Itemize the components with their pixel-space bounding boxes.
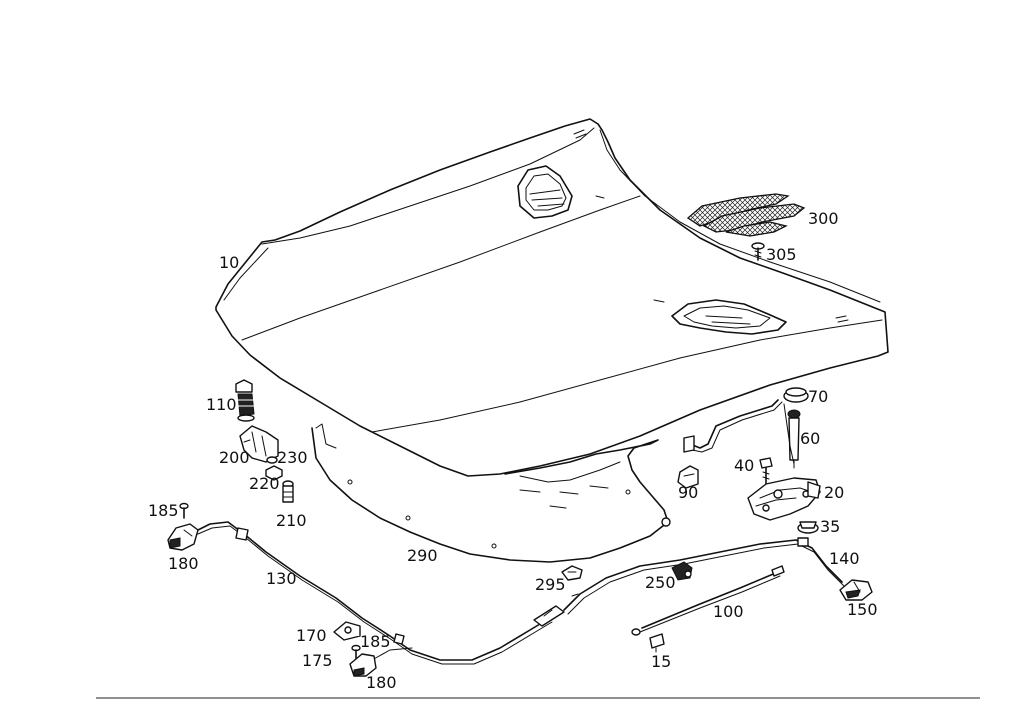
label-part-230: 230: [277, 448, 308, 467]
label-part-200: 200: [219, 448, 250, 467]
label-part-35: 35: [820, 517, 840, 536]
label-part-290: 290: [407, 546, 438, 565]
hood-air-vent-upper: [517, 165, 573, 219]
label-part-220: 220: [249, 474, 280, 493]
label-part-250: 250: [645, 573, 676, 592]
air-grille-mesh: [686, 193, 806, 237]
label-part-185-lower: 185: [360, 632, 391, 651]
hood-air-vent-lower: [671, 299, 787, 335]
label-part-180-bottom: 180: [366, 673, 397, 692]
label-part-90: 90: [678, 483, 698, 502]
clip-90: [677, 465, 699, 489]
label-part-150: 150: [847, 600, 878, 619]
hood-panel: [215, 118, 889, 477]
label-part-130: 130: [266, 569, 297, 588]
label-part-300: 300: [808, 209, 839, 228]
bolt-175: [351, 644, 361, 659]
bolt-40: [759, 457, 773, 485]
clip-250: [671, 561, 693, 581]
label-part-60: 60: [800, 429, 820, 448]
screw-305: [751, 242, 765, 261]
label-part-100: 100: [713, 602, 744, 621]
fitting-15: [649, 633, 665, 653]
release-lever-150: [839, 579, 873, 601]
washer-230: [266, 456, 278, 464]
hood-lock-20: [747, 477, 821, 521]
label-part-185-upper: 185: [148, 501, 179, 520]
bracket-170: [333, 621, 361, 641]
label-part-295: 295: [535, 575, 566, 594]
hinge-bracket-200: [239, 425, 279, 463]
label-part-140: 140: [829, 549, 860, 568]
label-part-305: 305: [766, 245, 797, 264]
bolt-210: [282, 480, 294, 503]
label-part-20: 20: [824, 483, 844, 502]
gas-strut-100: [631, 565, 785, 636]
release-cable-upper: [683, 399, 795, 465]
hood-insulation-mat: [311, 423, 671, 563]
label-part-210: 210: [276, 511, 307, 530]
label-part-110: 110: [206, 395, 237, 414]
cable-connector: [533, 605, 565, 627]
screw-185-upper: [179, 502, 189, 519]
release-cable-140: [563, 537, 845, 615]
label-part-70: 70: [808, 387, 828, 406]
grommet-70: [783, 387, 809, 403]
rubber-bumper-35: [797, 521, 819, 534]
label-part-170: 170: [296, 626, 327, 645]
label-part-180-left: 180: [168, 554, 199, 573]
label-part-40: 40: [734, 456, 754, 475]
clip-295: [561, 565, 583, 581]
release-lever-180-bottom: [349, 653, 377, 677]
label-part-10: 10: [219, 253, 239, 272]
label-part-15: 15: [651, 652, 671, 671]
buffer-110: [235, 379, 255, 422]
support-rod-60: [787, 409, 801, 469]
release-cable-130: [197, 521, 553, 665]
release-lever-180-left: [167, 523, 199, 551]
nut-220: [265, 465, 283, 481]
label-part-175: 175: [302, 651, 333, 670]
